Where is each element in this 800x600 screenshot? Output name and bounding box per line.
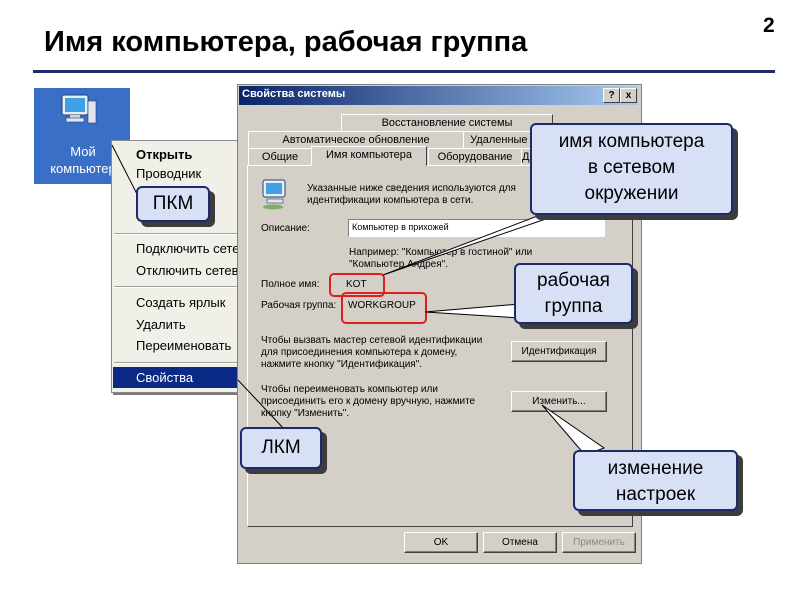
full-name-highlight bbox=[329, 273, 385, 297]
wizard-text-line2: для присоединения компьютера к домену, bbox=[261, 347, 458, 358]
cancel-button[interactable]: Отмена bbox=[483, 532, 557, 553]
workgroup-label: Рабочая группа: bbox=[261, 300, 337, 311]
wizard-text-line3: нажмите кнопку "Идентификация". bbox=[261, 359, 423, 370]
change-button[interactable]: Изменить... bbox=[511, 391, 607, 412]
menu-item-delete[interactable]: Удалить bbox=[136, 317, 186, 332]
menu-item-properties[interactable]: Свойства bbox=[136, 370, 194, 385]
menu-separator bbox=[114, 286, 237, 288]
callout-computer-name-line3: окружении bbox=[584, 183, 679, 204]
tab-general[interactable]: Общие bbox=[248, 148, 312, 166]
rename-text-line2: присоединить его к домену вручную, нажми… bbox=[261, 396, 476, 407]
callout-computer-name-line2: в сетевом bbox=[587, 157, 676, 178]
callout-rmb: ПКМ bbox=[136, 186, 210, 222]
rename-text-line3: кнопку "Изменить". bbox=[261, 408, 350, 419]
menu-item-explorer[interactable]: Проводник bbox=[136, 166, 202, 181]
desktop-label-line1: Мой bbox=[70, 144, 96, 159]
desktop-icon-label: Мой компьютер bbox=[38, 143, 128, 177]
tab-hardware[interactable]: Оборудование bbox=[428, 148, 522, 166]
desktop-label-line2: компьютер bbox=[50, 161, 116, 176]
apply-button: Применить bbox=[562, 532, 636, 553]
callout-computer-name-line1: имя компьютера bbox=[558, 131, 705, 152]
ok-button[interactable]: OK bbox=[404, 532, 478, 553]
description-input[interactable]: Компьютер в прихожей bbox=[348, 219, 605, 237]
callout-workgroup-line1: рабочая bbox=[537, 270, 610, 291]
slide-title: Имя компьютера, рабочая группа bbox=[44, 26, 528, 58]
menu-separator bbox=[114, 362, 237, 364]
menu-item-open[interactable]: Открыть bbox=[136, 147, 193, 162]
tab-system-restore[interactable]: Восстановление системы bbox=[341, 114, 553, 132]
info-text-line1: Указанные ниже сведения используются для bbox=[307, 183, 516, 194]
help-button[interactable]: ? bbox=[603, 88, 620, 103]
menu-item-create-shortcut[interactable]: Создать ярлык bbox=[136, 295, 226, 310]
info-text-line2: идентификации компьютера в сети. bbox=[307, 195, 474, 206]
callout-lmb: ЛКМ bbox=[240, 427, 322, 469]
network-computer-icon bbox=[262, 179, 286, 210]
callout-settings-line1: изменение bbox=[607, 458, 704, 479]
callout-settings-line2: настроек bbox=[615, 484, 696, 505]
dialog-title: Свойства системы bbox=[242, 88, 346, 100]
close-button[interactable]: x bbox=[620, 88, 637, 103]
identification-button[interactable]: Идентификация bbox=[511, 341, 607, 362]
callout-change-settings: изменение настроек bbox=[573, 450, 738, 511]
my-computer-icon bbox=[61, 94, 97, 124]
dialog-titlebar[interactable] bbox=[239, 86, 638, 105]
menu-item-rename[interactable]: Переименовать bbox=[136, 338, 232, 353]
rename-text-line1: Чтобы переименовать компьютер или bbox=[261, 384, 438, 395]
tab-computer-name[interactable]: Имя компьютера bbox=[311, 146, 427, 166]
full-name-value: KOT bbox=[346, 279, 367, 290]
menu-selection-highlight bbox=[113, 367, 238, 388]
description-label: Описание: bbox=[261, 223, 310, 234]
callout-workgroup-line2: группа bbox=[544, 296, 603, 317]
title-divider bbox=[33, 70, 775, 73]
context-menu: Открыть Проводник Подключить сетевой дис… bbox=[111, 140, 302, 393]
menu-separator bbox=[114, 233, 237, 235]
example-line2: "Компьютер Андрея". bbox=[349, 259, 448, 270]
wizard-text-line1: Чтобы вызвать мастер сетевой идентификац… bbox=[261, 335, 483, 346]
tab-automatic-updates[interactable]: Автоматическое обновление bbox=[248, 131, 464, 149]
callout-workgroup: рабочая группа bbox=[514, 263, 633, 324]
full-name-label: Полное имя: bbox=[261, 279, 320, 290]
callout-computer-name: имя компьютера в сетевом окружении bbox=[530, 123, 733, 215]
workgroup-value: WORKGROUP bbox=[348, 300, 416, 311]
workgroup-highlight bbox=[341, 292, 427, 324]
slide-number: 2 bbox=[763, 14, 775, 37]
